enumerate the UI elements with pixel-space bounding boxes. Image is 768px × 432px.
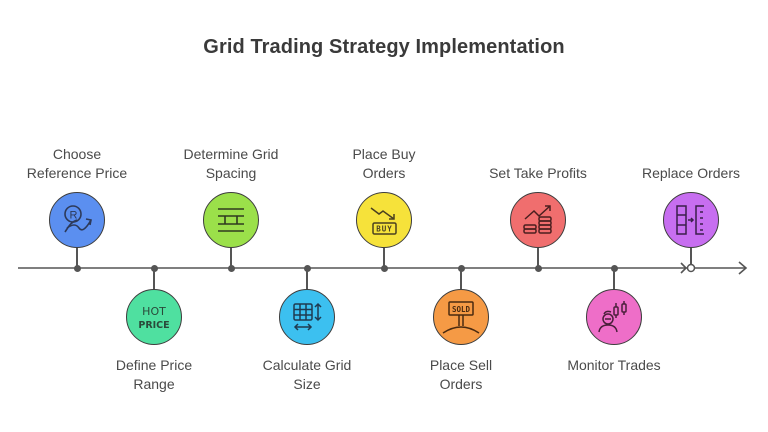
step-circle: R <box>49 192 105 248</box>
timeline-dot <box>73 264 81 272</box>
step-circle: HOT PRICE <box>126 289 182 345</box>
step-connector <box>690 248 692 264</box>
step-connector <box>460 268 462 289</box>
step-label-line: Place Buy <box>352 146 416 162</box>
step-circle <box>663 192 719 248</box>
svg-text:BUY: BUY <box>376 225 393 234</box>
monitor-trader-icon <box>598 301 627 333</box>
step-label-line: Replace Orders <box>641 165 741 181</box>
step-connector <box>230 248 232 268</box>
step-label-line: Calculate Grid <box>262 357 352 373</box>
step-label: Calculate Grid Size <box>242 356 372 394</box>
step-connector <box>383 248 385 268</box>
svg-text:SOLD: SOLD <box>452 305 471 314</box>
step-label: Monitor Trades <box>549 356 679 375</box>
step-connector <box>537 248 539 268</box>
step-label-line: Range <box>133 376 175 392</box>
step-circle <box>586 289 642 345</box>
step-label-line: Orders <box>439 376 483 392</box>
step-label: Determine Grid Spacing <box>166 145 296 183</box>
step-circle <box>203 192 259 248</box>
step-label: Replace Orders <box>626 164 756 183</box>
step-label: Place Buy Orders <box>319 145 449 183</box>
step-label: Place Sell Orders <box>396 356 526 394</box>
step-label: Define Price Range <box>89 356 219 394</box>
diagram-title: Grid Trading Strategy Implementation <box>203 36 565 58</box>
buy-icon: BUY <box>370 207 397 235</box>
hot-price-icon: HOT PRICE <box>138 305 169 331</box>
step-circle <box>510 192 566 248</box>
step-connector <box>76 248 78 268</box>
step-label-line: Orders <box>362 165 406 181</box>
step-label-line: Set Take Profits <box>489 165 587 181</box>
step-label-line: Choose <box>52 146 102 162</box>
step-circle: BUY <box>356 192 412 248</box>
step-label-line: Determine Grid <box>183 146 279 162</box>
grid-size-icon <box>293 302 322 331</box>
timeline-dot <box>380 264 388 272</box>
step-label-line: Spacing <box>205 165 257 181</box>
replace-orders-icon <box>676 205 704 235</box>
timeline-dot <box>227 264 235 272</box>
profit-coins-icon <box>523 205 552 234</box>
step-circle: SOLD <box>433 289 489 345</box>
step-label-line: Place Sell <box>429 357 493 373</box>
step-label: Set Take Profits <box>473 164 603 183</box>
step-label: Choose Reference Price <box>12 145 142 183</box>
step-connector <box>306 268 308 289</box>
svg-text:PRICE: PRICE <box>138 320 169 331</box>
step-circle <box>279 289 335 345</box>
step-label-line: Define Price <box>115 357 193 373</box>
sold-sign-icon: SOLD <box>442 301 480 334</box>
svg-text:R: R <box>70 210 78 222</box>
step-label-line: Monitor Trades <box>567 357 661 373</box>
timeline-dot <box>534 264 542 272</box>
step-connector <box>613 268 615 289</box>
step-connector <box>153 268 155 289</box>
reference-price-icon: R <box>64 205 92 233</box>
svg-text:HOT: HOT <box>142 305 166 318</box>
grid-spacing-icon <box>218 208 244 232</box>
step-label-line: Size <box>293 376 321 392</box>
step-label-line: Reference Price <box>26 165 128 181</box>
